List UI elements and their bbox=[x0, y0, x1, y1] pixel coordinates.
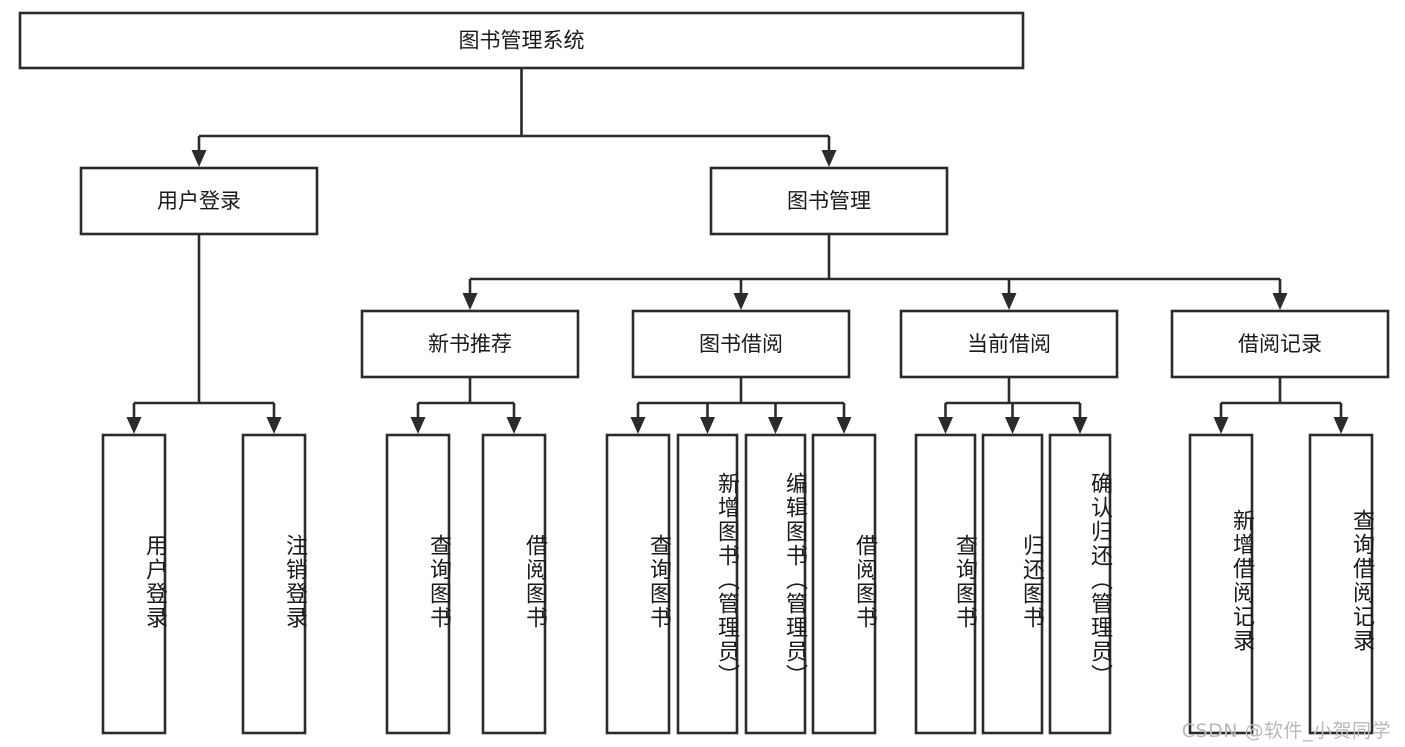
node-new-book-rec[interactable] bbox=[360, 309, 580, 379]
edge-group-book-manage bbox=[462, 234, 1288, 310]
node-leaf-query-book-2[interactable] bbox=[605, 433, 671, 735]
node-leaf-add-record[interactable] bbox=[1188, 433, 1254, 735]
node-leaf-query-book-3[interactable] bbox=[914, 433, 977, 735]
node-leaf-borrow-book-1[interactable] bbox=[481, 433, 547, 735]
node-label: 新书推荐 bbox=[428, 332, 512, 356]
node-label: 用户登录 bbox=[157, 189, 241, 213]
edge-group-book-borrow bbox=[630, 377, 852, 434]
node-label: 借阅记录 bbox=[1238, 332, 1322, 356]
edge-group-root bbox=[191, 68, 837, 167]
node-leaf-query-record[interactable] bbox=[1308, 433, 1374, 735]
edge-group-current-borrow bbox=[938, 377, 1088, 434]
watermark-text: CSDN @软件_小贺同学 bbox=[1181, 720, 1391, 742]
node-book-manage[interactable] bbox=[709, 166, 949, 236]
node-borrow-record[interactable] bbox=[1170, 309, 1390, 379]
node-leaf-confirm-return[interactable] bbox=[1048, 433, 1112, 735]
edge-group-new-book-rec bbox=[410, 377, 522, 434]
node-user-login[interactable] bbox=[79, 166, 319, 236]
node-label: 图书借阅 bbox=[699, 332, 783, 356]
node-leaf-return-book[interactable] bbox=[981, 433, 1044, 735]
node-current-borrow[interactable] bbox=[899, 309, 1119, 379]
node-leaf-logout[interactable] bbox=[241, 433, 307, 735]
node-book-borrow[interactable] bbox=[631, 309, 851, 379]
node-leaf-user-login[interactable] bbox=[101, 433, 167, 735]
node-root-图书管理系统[interactable] bbox=[18, 11, 1025, 70]
node-leaf-query-book-1[interactable] bbox=[385, 433, 451, 735]
node-label: 当前借阅 bbox=[967, 332, 1051, 356]
node-leaf-borrow-book-2[interactable] bbox=[811, 433, 877, 735]
edge-group-user-login bbox=[126, 234, 282, 434]
node-leaf-add-book[interactable] bbox=[676, 433, 739, 735]
node-label: 图书管理系统 bbox=[459, 29, 585, 53]
edge-group-borrow-record bbox=[1213, 377, 1349, 434]
node-label: 图书管理 bbox=[787, 189, 871, 213]
node-leaf-edit-book[interactable] bbox=[744, 433, 807, 735]
